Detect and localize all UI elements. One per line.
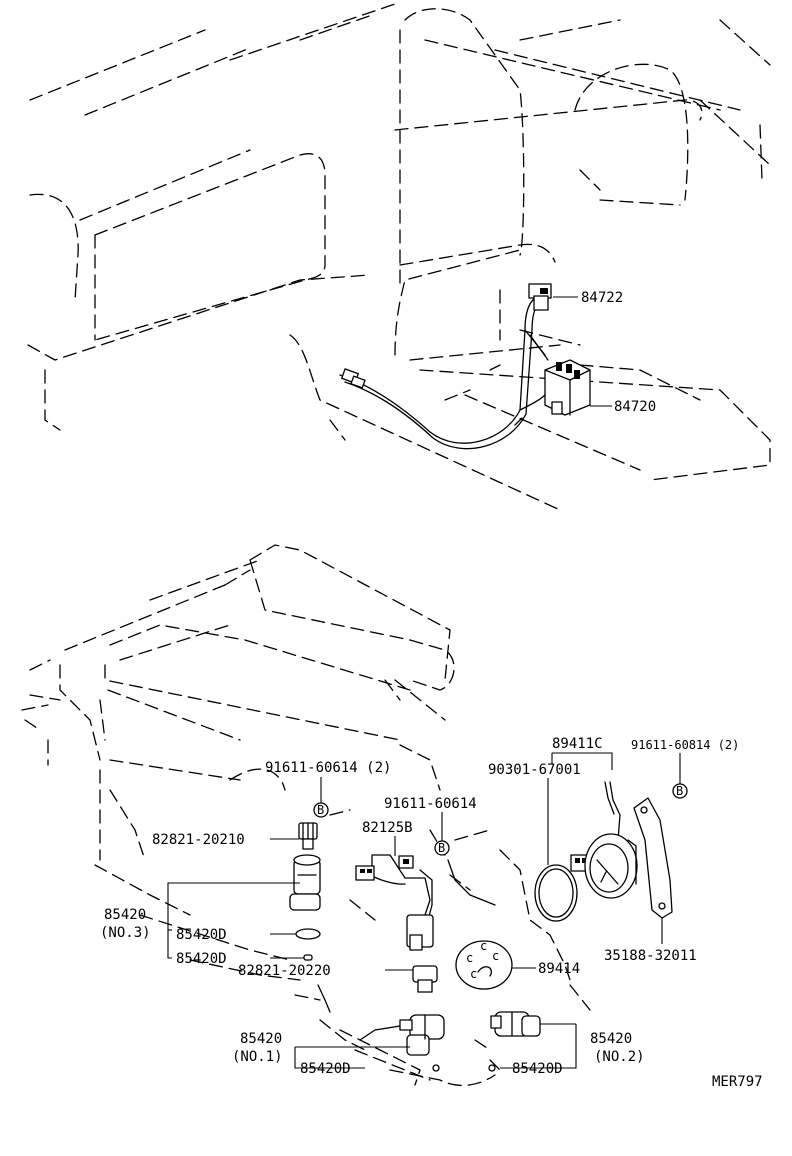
label-84722: 84722 xyxy=(581,290,623,306)
label-91611-60614: 91611-60614 xyxy=(384,796,477,812)
relay-84720 xyxy=(544,359,591,416)
label-91611-60614-2: 91611-60614 (2) xyxy=(265,760,391,776)
label-35188-32011: 35188-32011 xyxy=(604,948,697,964)
label-82125b: 82125B xyxy=(362,820,413,836)
sensor-89411c xyxy=(570,833,638,899)
vsv-85420-no2 xyxy=(490,1011,541,1037)
vehicle-body-outline xyxy=(27,3,771,511)
sensor-82821-20220 xyxy=(412,965,438,993)
svg-text:B: B xyxy=(438,841,445,855)
vsv-85420-no1 xyxy=(399,1014,445,1056)
label-89414: 89414 xyxy=(538,961,580,977)
bracket-35188-32011 xyxy=(633,797,673,919)
oring-90301-67001 xyxy=(534,864,578,922)
harness-connector-terminal xyxy=(341,368,366,389)
bolt-marker-1: B xyxy=(313,802,329,818)
label-85420-no1-sub: (NO.1) xyxy=(232,1049,283,1065)
wire-connector-82125b xyxy=(355,855,414,881)
diagram-code: MER797 xyxy=(712,1074,763,1090)
label-85420d-d: 85420D xyxy=(512,1061,563,1077)
sensor-lower-center xyxy=(406,914,434,951)
filter-85420d-a xyxy=(295,928,321,940)
svg-text:c: c xyxy=(470,967,477,981)
svg-text:c: c xyxy=(492,949,499,963)
svg-text:B: B xyxy=(676,784,683,798)
filter-85420d-d xyxy=(488,1064,496,1072)
label-84720: 84720 xyxy=(614,399,656,415)
label-85420-no3-sub: (NO.3) xyxy=(100,925,151,941)
label-85420d-a: 85420D xyxy=(176,927,227,943)
engine-outline xyxy=(21,544,591,1087)
filter-85420d-c xyxy=(432,1064,440,1072)
label-85420d-c: 85420D xyxy=(300,1061,351,1077)
label-85420-no2: 85420 xyxy=(590,1031,632,1047)
clip-85420d-b xyxy=(303,954,313,961)
label-82821-20210: 82821-20210 xyxy=(152,832,245,848)
sensor-82821-20210 xyxy=(298,822,318,850)
connector-84722 xyxy=(528,283,552,311)
bolt-marker-3: B xyxy=(672,783,688,799)
label-91611-60814-2: 91611-60814 (2) xyxy=(631,738,739,752)
svg-text:c: c xyxy=(480,939,487,953)
wire-harness-upper xyxy=(339,295,549,450)
label-85420-no1: 85420 xyxy=(240,1031,282,1047)
rotor-89414: c c c c xyxy=(455,939,513,990)
label-82821-20220: 82821-20220 xyxy=(238,963,331,979)
leader-lines xyxy=(167,752,681,1069)
vsv-85420-no3 xyxy=(289,854,321,911)
svg-text:B: B xyxy=(317,803,324,817)
label-90301-67001: 90301-67001 xyxy=(488,762,581,778)
label-89411c: 89411C xyxy=(552,736,603,752)
svg-text:c: c xyxy=(466,951,473,965)
label-85420d-b: 85420D xyxy=(176,951,227,967)
label-85420-no3: 85420 xyxy=(104,907,146,923)
bolt-marker-2: B xyxy=(434,840,450,856)
label-85420-no2-sub: (NO.2) xyxy=(594,1049,645,1065)
